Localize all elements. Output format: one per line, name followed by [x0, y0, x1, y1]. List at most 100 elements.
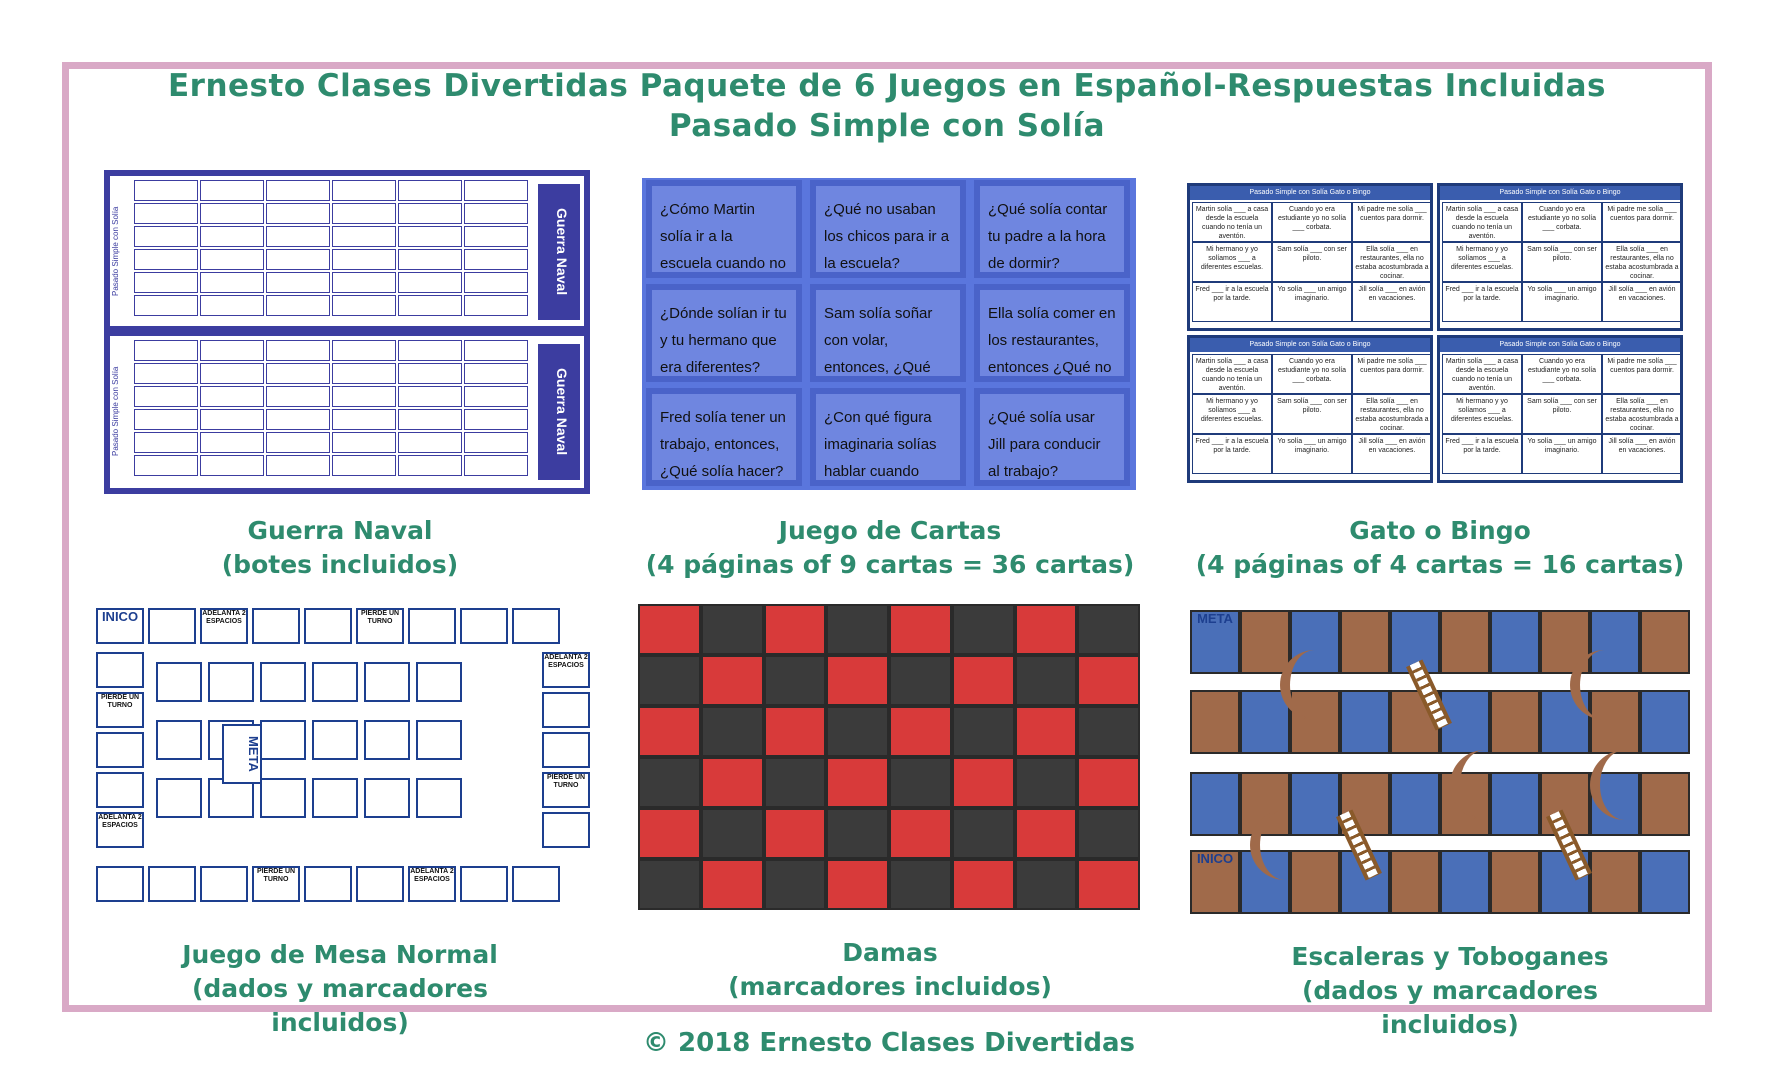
snakes-tile: [1640, 772, 1690, 836]
checker-dark-square: [826, 604, 889, 655]
grid-cell: [200, 455, 264, 476]
board-tile: [542, 692, 590, 728]
grid-cell: [464, 180, 528, 201]
caption-title: Gato o Bingo: [1349, 516, 1531, 545]
board-tile: [260, 778, 306, 818]
board-tile: ADELANTA 2 ESPACIOS: [200, 608, 248, 644]
board-tile: [148, 866, 196, 902]
question-card: ¿Cómo Martin solía ir a la escuela cuand…: [646, 180, 802, 299]
checker-red-square: [763, 706, 827, 757]
board-tile: [542, 812, 590, 848]
board-tile: [252, 608, 300, 644]
bingo-cell: Martin solía ___ a casa desde la escuela…: [1442, 354, 1522, 394]
grid-cell: [398, 386, 462, 407]
board-tile: [200, 866, 248, 902]
guerra-naval-label: Guerra Naval Español: [538, 184, 580, 320]
checker-dark-square: [763, 757, 827, 808]
checker-red-square: [1014, 808, 1078, 859]
question-card: ¿Con qué figura imaginaria solías hablar…: [810, 388, 966, 486]
bingo-cell: Sam solía ___ con ser piloto.: [1522, 242, 1602, 282]
grid-cell: [332, 249, 396, 270]
guerra-naval-image: Pasado Simple con Solía Guerra Naval Espa…: [104, 170, 590, 494]
card-question: ¿Qué solía contar tu padre a la hora de …: [988, 201, 1108, 272]
caption-title: Juego de Mesa Normal: [182, 940, 498, 969]
checker-red-square: [951, 859, 1015, 910]
bingo-cell: Cuando yo era estudiante yo no solía ___…: [1522, 202, 1602, 242]
checker-dark-square: [700, 604, 764, 655]
caption-title: Guerra Naval: [247, 516, 433, 545]
grid-cell: [332, 432, 396, 453]
snakes-tile: META: [1190, 610, 1240, 674]
grid-cell: [398, 295, 462, 316]
checker-red-square: [1077, 655, 1140, 706]
grid-cell: [332, 203, 396, 224]
grid-cell: [134, 180, 198, 201]
grid-cell: [200, 272, 264, 293]
snakes-tile: [1490, 690, 1540, 754]
grid-cell: [464, 432, 528, 453]
board-tile: PIERDE UN TURNO: [252, 866, 300, 902]
grid-cell: [332, 455, 396, 476]
board-tile: PIERDE UN TURNO: [356, 608, 404, 644]
checker-dark-square: [638, 757, 701, 808]
page-frame: [62, 62, 1712, 1012]
question-card: Fred solía tener un trabajo, entonces, ¿…: [646, 388, 802, 486]
snakes-tile: [1340, 610, 1390, 674]
checker-dark-square: [1077, 706, 1140, 757]
bingo-cell: Fred ___ ir a la escuela por la tarde.: [1192, 434, 1272, 474]
grid-cell: [266, 432, 330, 453]
board-tile: [312, 720, 358, 760]
checker-red-square: [826, 757, 889, 808]
grid-cell: [398, 272, 462, 293]
board-tile: [364, 778, 410, 818]
question-card: ¿Qué no usaban los chicos para ir a la e…: [810, 180, 966, 278]
bingo-cell: Mi padre me solía ___ cuentos para dormi…: [1352, 354, 1432, 394]
bingo-cell: Mi padre me solía ___ cuentos para dormi…: [1602, 354, 1682, 394]
bingo-cell: Yo solía ___ un amigo imaginario.: [1272, 434, 1352, 474]
bingo-cell: Yo solía ___ un amigo imaginario.: [1522, 282, 1602, 322]
checker-red-square: [889, 604, 952, 655]
checker-red-square: [951, 655, 1015, 706]
checker-dark-square: [700, 808, 764, 859]
grid-cell: [398, 340, 462, 361]
board-tile: [96, 652, 144, 688]
board-tile: [156, 778, 202, 818]
bingo-cell: Ella solía ___ en restaurantes, ella no …: [1602, 394, 1682, 434]
grid-cell: [464, 226, 528, 247]
caption-escaleras: Escaleras y Toboganes (dados y marcadore…: [1230, 940, 1670, 1042]
grid-cell: [266, 340, 330, 361]
bingo-cell: Martin solía ___ a casa desde la escuela…: [1192, 354, 1272, 394]
board-tile: [260, 662, 306, 702]
grid-cell: [200, 249, 264, 270]
checker-dark-square: [951, 604, 1015, 655]
question-card: ¿Qué solía usar Jill para conducir al tr…: [974, 388, 1130, 486]
card-question: ¿Dónde solían ir tu y tu hermano que era…: [660, 305, 787, 376]
grid-cell: [134, 203, 198, 224]
bingo-cell: Ella solía ___ en restaurantes, ella no …: [1352, 242, 1432, 282]
checker-red-square: [638, 604, 701, 655]
side-label: Pasado Simple con Solía: [112, 206, 120, 296]
grid-cell: [266, 409, 330, 430]
grid-cell: [134, 409, 198, 430]
board-tile: [364, 720, 410, 760]
checker-dark-square: [951, 706, 1015, 757]
grid-cell: [332, 363, 396, 384]
copyright: © 2018 Ernesto Clases Divertidas: [642, 1028, 1136, 1058]
grid-cell: [266, 226, 330, 247]
question-card: Sam solía soñar con volar, entonces, ¿Qu…: [810, 284, 966, 430]
snakes-tile: [1640, 610, 1690, 674]
grid-cell: [398, 249, 462, 270]
bingo-card-header: Pasado Simple con Solía Gato o Bingo: [1440, 338, 1680, 352]
chute-icon: [1590, 750, 1640, 820]
board-tile: ADELANTA 2 ESPACIOS: [408, 866, 456, 902]
caption-title: Damas: [842, 938, 938, 967]
checker-red-square: [700, 859, 764, 910]
grid-cell: [200, 340, 264, 361]
checker-red-square: [826, 859, 889, 910]
bingo-cell: Jill solía ___ en avión en vacaciones.: [1602, 434, 1682, 474]
grid-cell: [332, 340, 396, 361]
snakes-tile: [1190, 690, 1240, 754]
